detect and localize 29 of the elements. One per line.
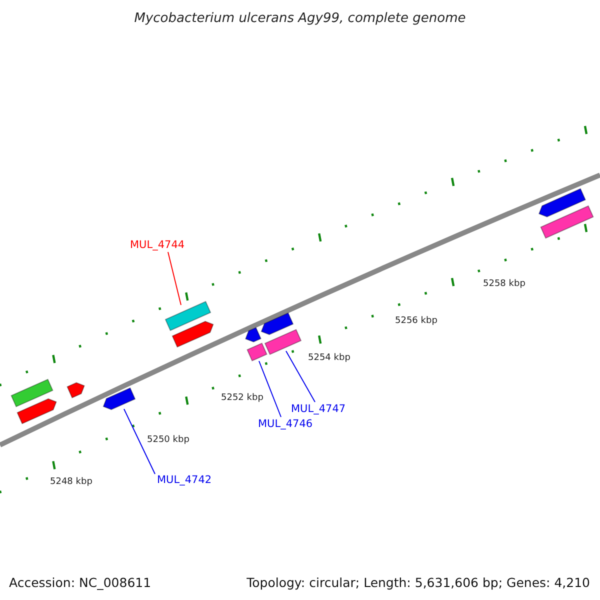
- scale-label: 5254 kbp: [308, 352, 350, 364]
- leader-line: [258, 360, 282, 418]
- gene-feature: [16, 398, 57, 424]
- gene-label: MUL_4746: [258, 418, 313, 430]
- gene-feature: [102, 387, 136, 410]
- genome-info-text: Topology: circular; Length: 5,631,606 bp; Genes: 4,210: [246, 575, 590, 590]
- scale-label: 5258 kbp: [483, 278, 526, 290]
- gene-feature: [260, 312, 294, 336]
- gene-feature: [538, 188, 586, 218]
- gene-feature: [244, 327, 262, 342]
- leader-line: [168, 252, 182, 306]
- leader-line: [286, 350, 316, 402]
- leader-line: [124, 408, 156, 474]
- gene-feature: [10, 378, 54, 408]
- diagram-title: Mycobacterium ulcerans Agy99, complete genome: [133, 11, 467, 27]
- gene-label: MUL_4747: [291, 403, 346, 415]
- gene-label: MUL_4742: [157, 474, 212, 486]
- scale-label: 5252 kbp: [221, 392, 264, 404]
- scale-label: 5248 kbp: [50, 476, 92, 488]
- gene-feature: [164, 300, 212, 332]
- gene-feature: [540, 205, 594, 239]
- gene-feature: [246, 342, 268, 362]
- accession-text: Accession: NC_008611: [9, 575, 152, 590]
- gene-label: MUL_4744: [130, 239, 185, 251]
- gene-feature: [264, 328, 302, 356]
- gene-feature: [172, 320, 214, 348]
- scale-label: 5256 kbp: [395, 315, 438, 327]
- scale-label: 5250 kbp: [147, 434, 190, 446]
- gene-feature: [66, 382, 85, 398]
